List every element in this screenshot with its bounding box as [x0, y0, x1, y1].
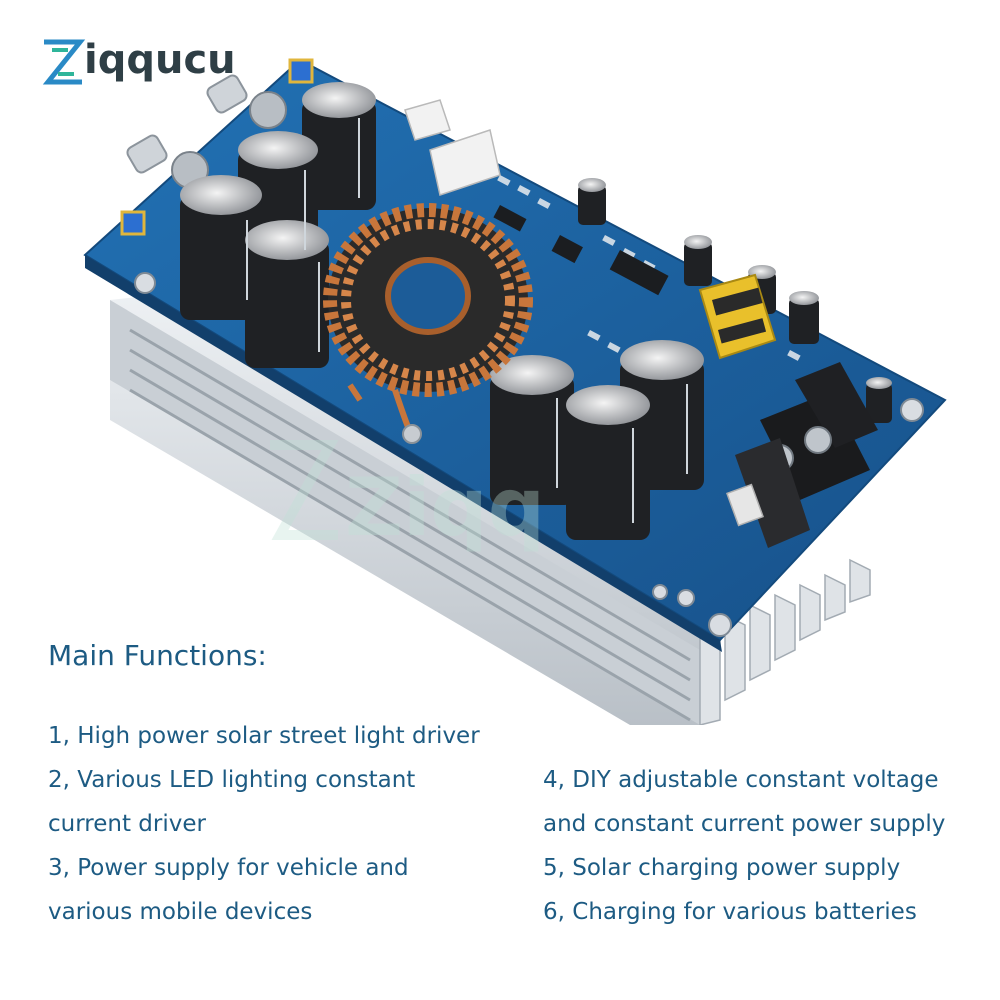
list-item: 1, High power solar street light driver [48, 723, 480, 749]
z-logo-icon [42, 39, 86, 85]
list-item: 3, Power supply for vehicle and various … [48, 855, 409, 925]
list-item: 5, Solar charging power supply [543, 855, 901, 881]
toroid-inductor [323, 203, 533, 444]
transformer [698, 273, 777, 360]
brand-logo: iqqucu [40, 34, 255, 90]
watermark: Ziqq [270, 440, 545, 554]
section-heading: Main Functions: [48, 639, 267, 672]
electrolytic-capacitors [180, 82, 892, 540]
list-item: 4, DIY adjustable constant voltage and c… [543, 767, 946, 837]
svg-text:Ziqq: Ziqq [345, 461, 545, 554]
list-item: 2, Various LED lighting constant current… [48, 767, 416, 837]
functions-list-right: 4, DIY adjustable constant voltage and c… [543, 758, 983, 934]
heatsink [110, 290, 871, 725]
output-terminal-block [726, 362, 878, 548]
product-image: Ziqq [83, 58, 947, 725]
brand-name: iqqucu [84, 37, 236, 83]
list-item: 6, Charging for various batteries [543, 899, 917, 925]
mounting-holes [134, 272, 924, 637]
input-terminals [126, 74, 287, 189]
functions-list-left: 1, High power solar street light driver … [48, 714, 488, 934]
